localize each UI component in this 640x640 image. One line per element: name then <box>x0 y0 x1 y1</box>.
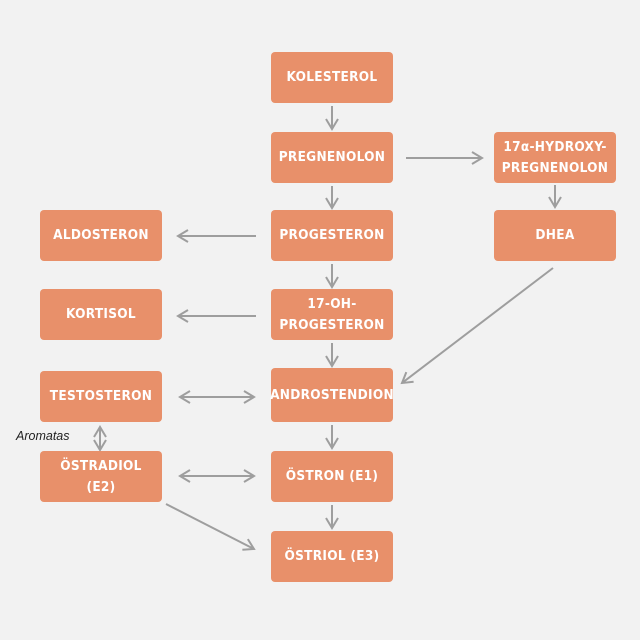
arrow-dhea-to-androstendion <box>400 267 554 385</box>
node-kolesterol: KOLESTEROL <box>271 52 393 103</box>
node-ostriol-e3: ÖSTRIOL (E3) <box>271 531 393 582</box>
node-aldosteron: ALDOSTERON <box>40 210 162 261</box>
node-androstendion: ANDROSTENDION <box>270 368 394 422</box>
node-17a-hydroxy-pregnenolon: 17α-HYDROXY- PREGNENOLON <box>494 132 616 183</box>
node-kortisol: KORTISOL <box>40 289 162 340</box>
node-dhea: DHEA <box>494 210 616 261</box>
node-progesteron: PROGESTERON <box>271 210 393 261</box>
aromatas-label: Aromatas <box>16 429 70 443</box>
node-17-oh-progesteron: 17-OH- PROGESTERON <box>271 289 393 340</box>
node-pregnenolon: PREGNENOLON <box>271 132 393 183</box>
node-ostron-e1: ÖSTRON (E1) <box>271 451 393 502</box>
arrow-ostradiol-to-ostriol <box>165 503 256 551</box>
node-testosteron: TESTOSTERON <box>40 371 162 422</box>
node-ostradiol-e2: ÖSTRADIOL (E2) <box>40 451 162 502</box>
